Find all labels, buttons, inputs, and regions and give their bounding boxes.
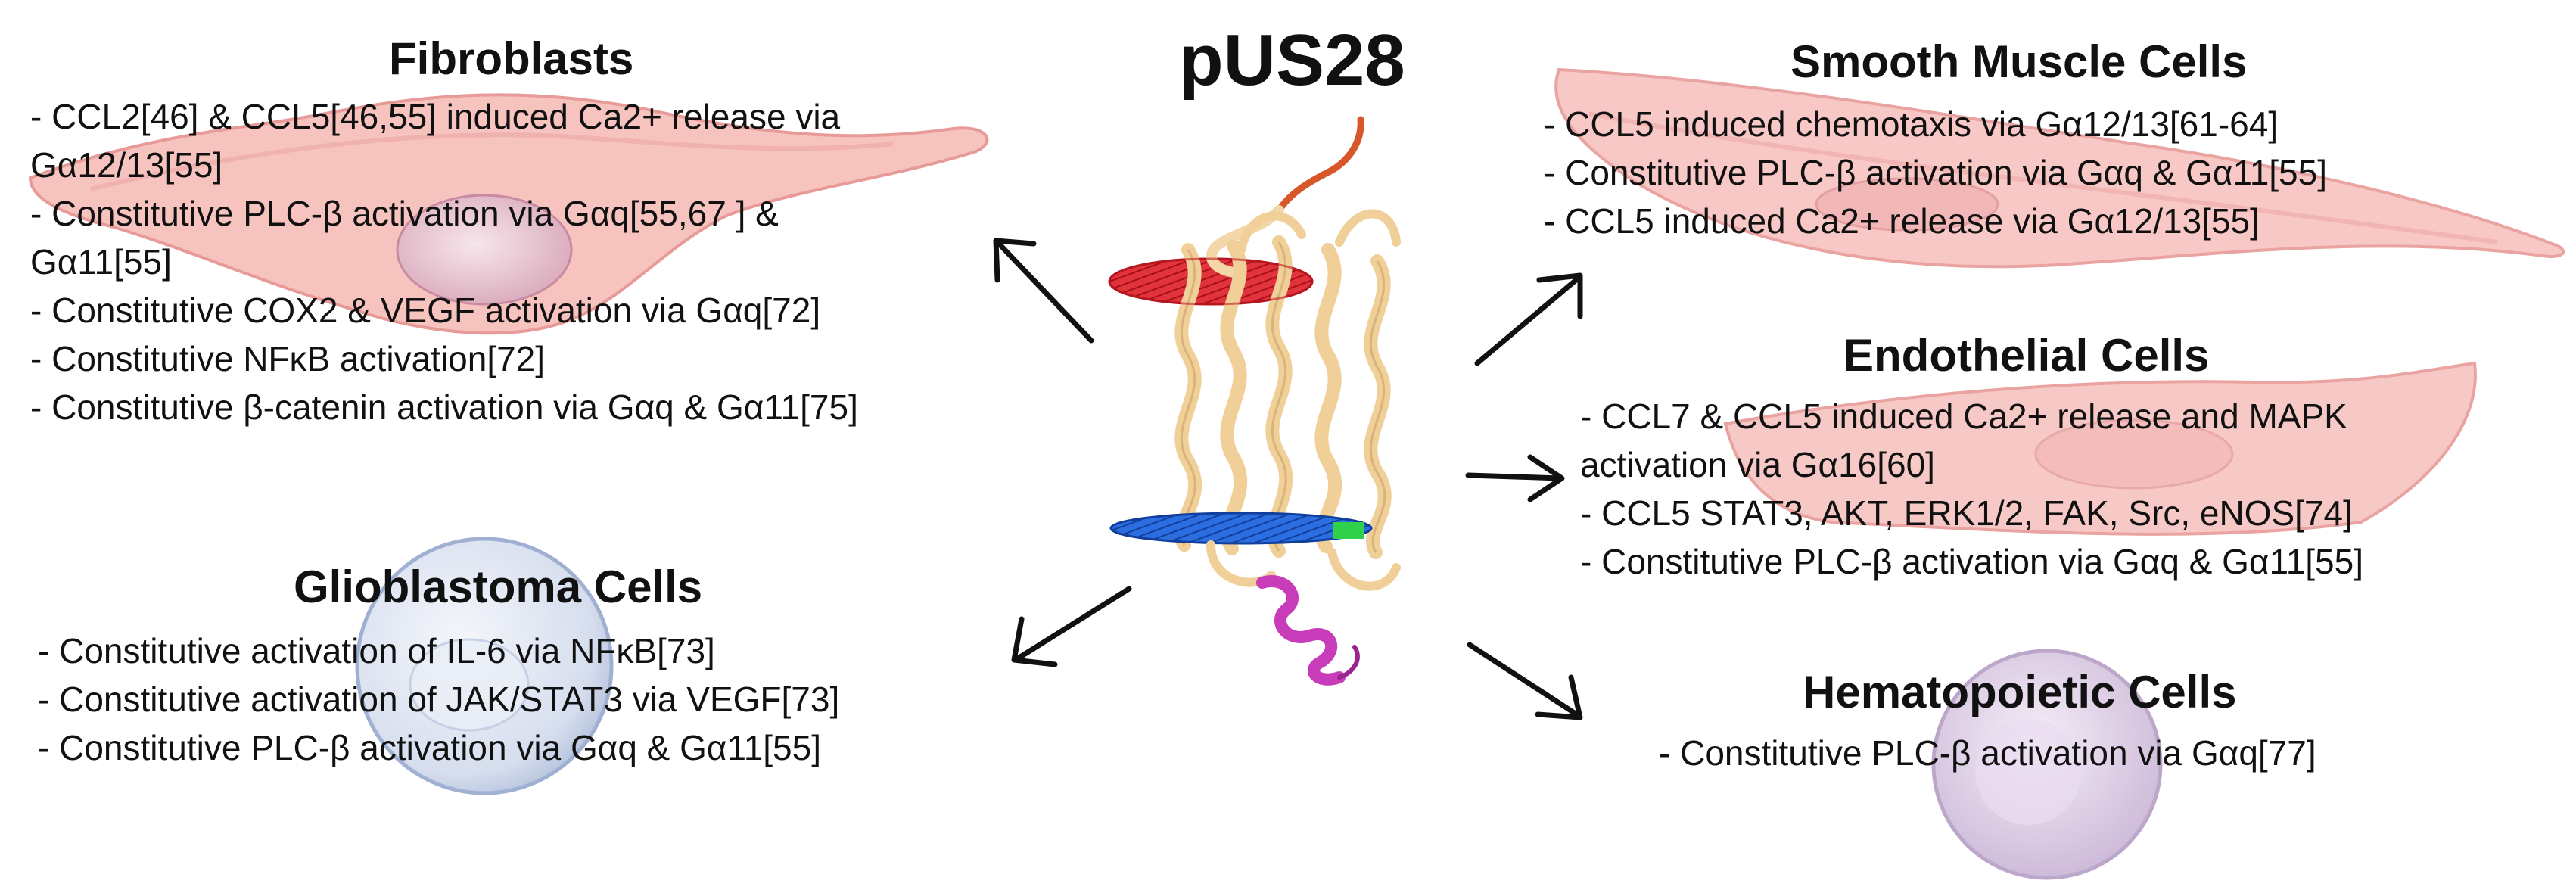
arrow-to-fibroblasts: [993, 238, 1094, 344]
arrow-to-smooth-muscle: [1474, 272, 1583, 366]
hematopoietic-heading: Hematopoietic Cells: [1803, 667, 2237, 717]
endothelial-line: - CCL7 & CCL5 induced Ca2+ release and M…: [1580, 397, 2347, 436]
smooth-muscle-line: - CCL5 induced Ca2+ release via Gα12/13[…: [1544, 201, 2260, 241]
fibroblasts-line: - Constitutive NFκB activation[72]: [30, 339, 546, 378]
fibroblasts-line: - Constitutive COX2 & VEGF activation vi…: [30, 291, 821, 330]
endothelial-line: - CCL5 STAT3, AKT, ERK1/2, FAK, Src, eNO…: [1580, 493, 2353, 533]
endothelial-panel: Endothelial Cells - CCL7 & CCL5 induced …: [1580, 333, 2363, 586]
diagram-title: pUS28: [1179, 20, 1405, 101]
arrow-to-endothelial: [1465, 454, 1565, 502]
fibroblasts-line: - Constitutive PLC-β activation via Gαq[…: [30, 194, 779, 233]
fibroblasts-line: - CCL2[46] & CCL5[46,55] induced Ca2+ re…: [30, 97, 841, 136]
glioblastoma-panel: Glioblastoma Cells - Constitutive activa…: [38, 565, 839, 772]
endothelial-line: - Constitutive PLC-β activation via Gαq …: [1580, 542, 2363, 581]
smooth-muscle-line: - Constitutive PLC-β activation via Gαq …: [1544, 153, 2327, 192]
smooth-muscle-panel: Smooth Muscle Cells - CCL5 induced chemo…: [1544, 39, 2327, 245]
smooth-muscle-cell-illustration: [1554, 67, 2565, 269]
fibroblasts-line: Gα11[55]: [30, 242, 172, 282]
smooth-muscle-heading: Smooth Muscle Cells: [1790, 36, 2248, 87]
pus28-receptor-structure: [1108, 116, 1401, 686]
glioblastoma-heading: Glioblastoma Cells: [294, 562, 703, 612]
smooth-muscle-line: - CCL5 induced chemotaxis via Gα12/13[61…: [1544, 104, 2279, 144]
glioblastoma-line: - Constitutive activation of IL-6 via NF…: [38, 631, 715, 670]
endothelial-cell-illustration: [1723, 361, 2477, 536]
arrow-to-hematopoietic: [1467, 642, 1583, 720]
fibroblasts-line: Gα12/13[55]: [30, 145, 223, 185]
glioblastoma-line: - Constitutive PLC-β activation via Gαq …: [38, 728, 821, 767]
fibroblasts-line: - Constitutive β-catenin activation via …: [30, 387, 858, 427]
fibroblasts-panel: Fibroblasts - CCL2[46] & CCL5[46,55] ind…: [30, 36, 858, 431]
endothelial-heading: Endothelial Cells: [1843, 330, 2210, 381]
hematopoietic-line: - Constitutive PLC-β activation via Gαq[…: [1659, 733, 2316, 773]
fibroblasts-heading: Fibroblasts: [389, 33, 634, 84]
glioblastoma-cell-illustration: [355, 537, 614, 795]
fibroblast-cell-illustration: [28, 93, 989, 335]
endothelial-line: activation via Gα16[60]: [1580, 445, 1935, 484]
glioblastoma-line: - Constitutive activation of JAK/STAT3 v…: [38, 680, 840, 719]
arrows: [993, 238, 1583, 720]
hematopoietic-panel: Hematopoietic Cells - Constitutive PLC-β…: [1659, 670, 2316, 777]
hematopoietic-cell-illustration: [1931, 649, 2163, 880]
arrow-to-glioblastoma: [1011, 586, 1132, 667]
